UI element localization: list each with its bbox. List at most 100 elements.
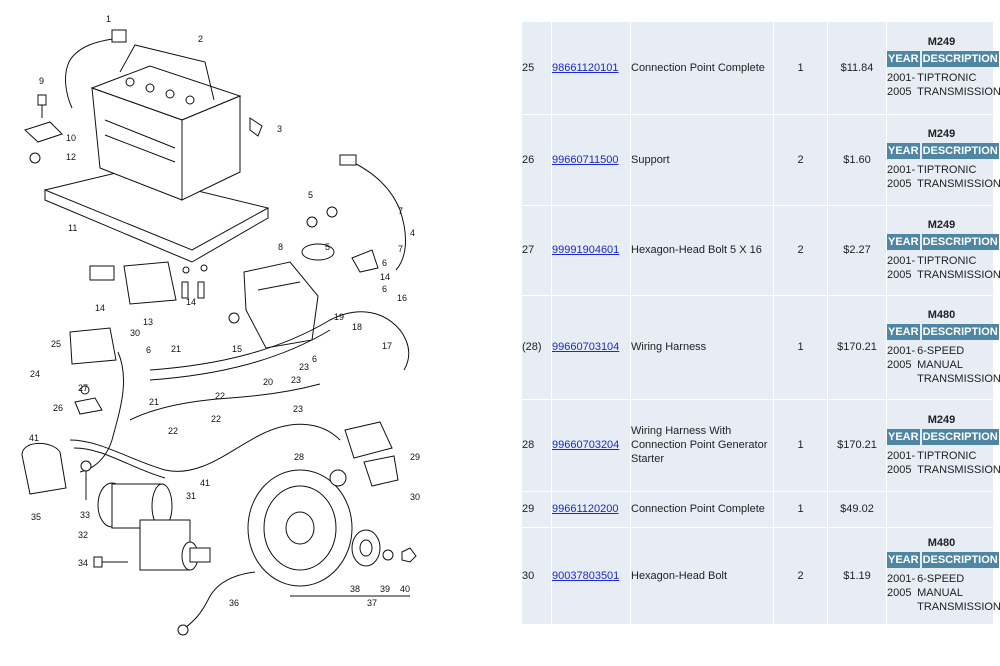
price: $2.27 bbox=[827, 205, 887, 296]
quantity: 1 bbox=[773, 295, 828, 400]
year-header: YEAR bbox=[887, 428, 920, 445]
part-description: Hexagon-Head Bolt 5 X 16 bbox=[630, 205, 774, 296]
callout: 9 bbox=[39, 76, 44, 86]
part-description: Connection Point Complete bbox=[630, 22, 774, 115]
part-description: Connection Point Complete bbox=[630, 491, 774, 528]
callout: 36 bbox=[229, 598, 239, 608]
callout: 21 bbox=[149, 397, 159, 407]
year-range: 2001-2005 bbox=[887, 449, 916, 476]
description-header: DESCRIPTION bbox=[921, 233, 999, 250]
transmission-description: TIPTRONIC TRANSMISSION bbox=[917, 72, 1000, 99]
callout: 23 bbox=[293, 404, 303, 414]
callout: 3 bbox=[277, 124, 282, 134]
callout: 32 bbox=[78, 530, 88, 540]
part-description: Wiring Harness With Connection Point Gen… bbox=[630, 399, 774, 492]
callout: 14 bbox=[380, 272, 390, 282]
callout: 35 bbox=[31, 512, 41, 522]
year-range: 2001-2005 bbox=[887, 164, 916, 190]
part-description: Hexagon-Head Bolt bbox=[630, 527, 774, 625]
callout: 30 bbox=[130, 328, 140, 338]
callout: 16 bbox=[397, 293, 407, 303]
callout: 5 bbox=[325, 242, 330, 252]
callout: 41 bbox=[29, 433, 39, 443]
description-header: DESCRIPTION bbox=[921, 143, 999, 159]
part-number-link[interactable]: 90037803501 bbox=[552, 569, 620, 582]
battery-side bbox=[181, 95, 241, 201]
callout: 25 bbox=[51, 339, 61, 349]
part-number-link[interactable]: 98661120101 bbox=[552, 61, 619, 74]
part-number-link[interactable]: 99660703204 bbox=[552, 439, 620, 451]
description-header: DESCRIPTION bbox=[921, 51, 999, 68]
quantity: 1 bbox=[773, 491, 828, 528]
callout: 6 bbox=[146, 345, 151, 355]
ref-number: 27 bbox=[522, 205, 552, 296]
year-range: 2001-2005 bbox=[887, 254, 916, 281]
callout: 14 bbox=[186, 297, 196, 307]
callout: 10 bbox=[66, 133, 76, 143]
transmission-description: TIPTRONIC TRANSMISSION bbox=[917, 254, 1000, 281]
parts-list-panel: 25 98661120101 Connection Point Complete… bbox=[522, 22, 1000, 625]
price: $11.84 bbox=[827, 22, 887, 115]
model-code: M249 bbox=[927, 413, 956, 426]
callout: 29 bbox=[410, 452, 420, 462]
callout: 6 bbox=[382, 284, 387, 294]
callout: 11 bbox=[68, 223, 77, 233]
part-description: Support bbox=[630, 114, 774, 206]
parts-table: 25 98661120101 Connection Point Complete… bbox=[522, 22, 1000, 625]
transmission-description: 6-SPEED MANUAL TRANSMISSION bbox=[917, 344, 1000, 385]
callout: 7 bbox=[398, 244, 403, 254]
callout: 20 bbox=[263, 377, 273, 387]
price: $170.21 bbox=[827, 295, 887, 400]
quantity: 2 bbox=[773, 205, 828, 296]
part-number-link[interactable]: 99660711500 bbox=[552, 153, 619, 166]
part-number-link[interactable]: 99660703104 bbox=[552, 341, 620, 353]
part-number-link[interactable]: 99661120200 bbox=[552, 503, 619, 515]
transmission-description: TIPTRONIC TRANSMISSION bbox=[917, 164, 1000, 190]
callout: 8 bbox=[278, 242, 283, 252]
table-row: 27 99991904601 Hexagon-Head Bolt 5 X 16 … bbox=[522, 205, 1000, 296]
model-code: M249 bbox=[927, 218, 956, 231]
callout: 4 bbox=[410, 228, 415, 238]
callout: 40 bbox=[400, 584, 410, 594]
ref-number: 25 bbox=[522, 22, 552, 115]
table-row: 26 99660711500 Support 2 $1.60 M249 YEAR… bbox=[522, 114, 1000, 206]
callout: 37 bbox=[367, 598, 377, 608]
description-header: DESCRIPTION bbox=[921, 323, 999, 340]
callout: 12 bbox=[66, 152, 76, 162]
table-row: 25 98661120101 Connection Point Complete… bbox=[522, 22, 1000, 115]
fuse-block bbox=[123, 261, 177, 305]
callout: 6 bbox=[382, 258, 387, 268]
quantity: 2 bbox=[773, 527, 828, 625]
callout: 6 bbox=[312, 354, 317, 364]
description-header: DESCRIPTION bbox=[921, 552, 999, 568]
callout: 27 bbox=[78, 383, 88, 393]
callout: 22 bbox=[168, 426, 178, 436]
alternator bbox=[247, 469, 353, 587]
ground-cable bbox=[65, 37, 123, 109]
callout: 31 bbox=[186, 491, 196, 501]
quantity: 2 bbox=[773, 114, 828, 206]
callout: 28 bbox=[294, 452, 304, 462]
terminal-boot bbox=[21, 442, 67, 495]
price: $49.02 bbox=[827, 491, 887, 528]
part-number-link[interactable]: 99991904601 bbox=[552, 244, 620, 256]
description-header: DESCRIPTION bbox=[921, 428, 999, 445]
callout: 23 bbox=[299, 362, 309, 372]
part-description: Wiring Harness bbox=[630, 295, 774, 400]
table-row: 30 90037803501 Hexagon-Head Bolt 2 $1.19… bbox=[522, 527, 1000, 625]
callout-labels: 1 2 3 4 5 6 7 8 9 10 11 12 13 14 15 16 1… bbox=[29, 14, 420, 608]
table-row: 28 99660703204 Wiring Harness With Conne… bbox=[522, 399, 1000, 492]
positive-cable bbox=[347, 159, 406, 271]
callout: 1 bbox=[106, 14, 111, 24]
bracket-25 bbox=[69, 327, 117, 365]
callout: 14 bbox=[95, 303, 105, 313]
callout: 7 bbox=[398, 206, 403, 216]
starter-cable bbox=[184, 571, 256, 629]
model-code: M249 bbox=[927, 128, 956, 140]
year-range: 2001-2005 bbox=[887, 72, 916, 99]
exploded-view-drawing: 1 2 3 4 5 6 7 8 9 10 11 12 13 14 15 16 1… bbox=[21, 14, 420, 636]
transmission-description: TIPTRONIC TRANSMISSION bbox=[917, 449, 1000, 476]
